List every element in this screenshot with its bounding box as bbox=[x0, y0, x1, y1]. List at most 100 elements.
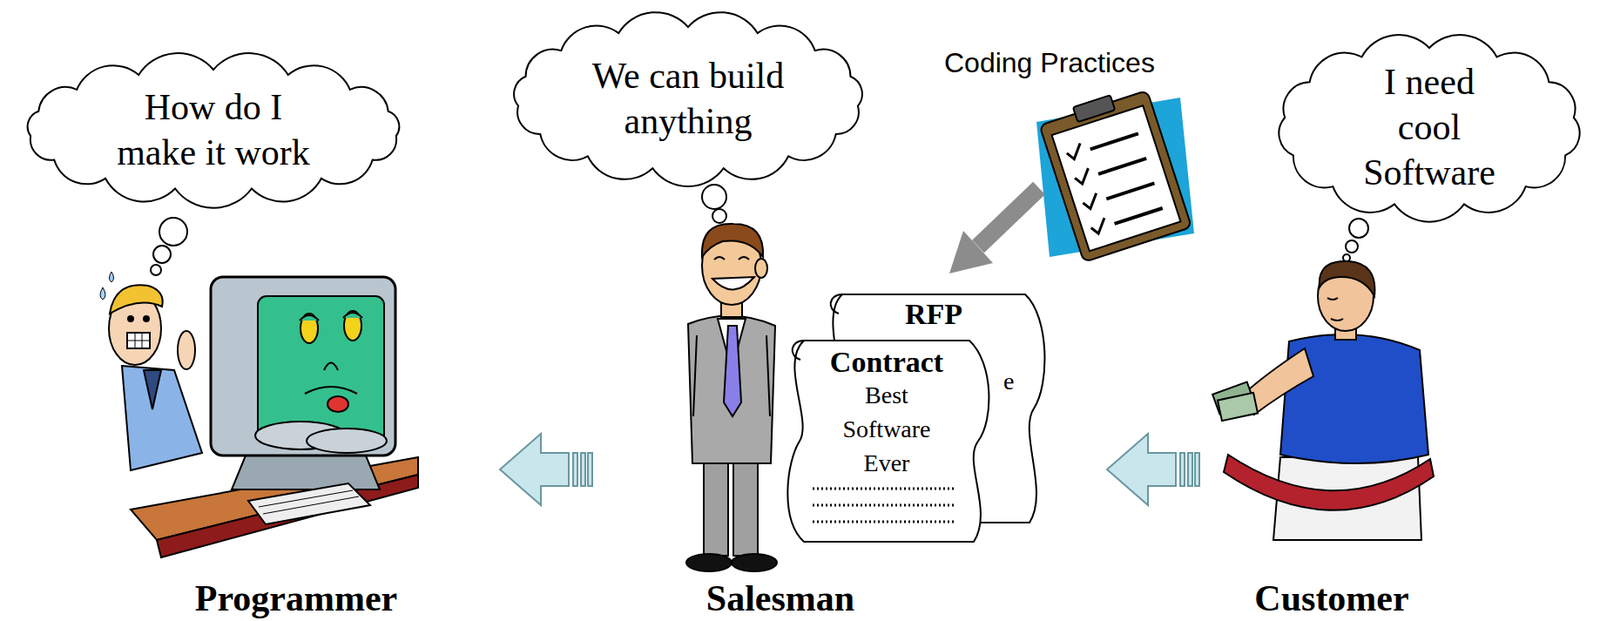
salesman-figure bbox=[712, 276, 755, 291]
clipboard-icon bbox=[1052, 105, 1182, 251]
block-arrow bbox=[1188, 452, 1193, 487]
text-fragment: e bbox=[1003, 367, 1014, 396]
programmer-figure bbox=[304, 386, 358, 394]
programmer-figure bbox=[327, 396, 349, 412]
document-body: Best Software Ever bbox=[834, 378, 939, 480]
dotted-line bbox=[812, 504, 957, 507]
cloud-outline bbox=[513, 12, 863, 187]
thought-cloud: We can build anything bbox=[498, 7, 878, 190]
programmer-figure bbox=[248, 483, 371, 525]
document-title: RFP bbox=[868, 297, 1000, 331]
thought-bubbles bbox=[702, 184, 727, 210]
customer-figure bbox=[1319, 261, 1376, 297]
salesman-figure bbox=[686, 223, 777, 572]
dotted-line bbox=[812, 520, 957, 524]
programmer-figure bbox=[231, 455, 380, 490]
thought-text: How do I make it work bbox=[108, 84, 318, 176]
clipboard-icon bbox=[1090, 133, 1163, 224]
programmer-figure bbox=[300, 313, 318, 344]
salesman-figure bbox=[714, 256, 750, 260]
block-arrow bbox=[587, 452, 593, 487]
programmer-figure bbox=[299, 315, 319, 321]
programmer-figure bbox=[258, 490, 359, 514]
thought-bubbles bbox=[1349, 218, 1369, 238]
thought-bubbles bbox=[153, 245, 171, 264]
programmer-figure bbox=[109, 271, 115, 283]
cloud-outline bbox=[27, 53, 400, 209]
pointer-arrow bbox=[978, 188, 1040, 247]
salesman-figure bbox=[688, 315, 776, 464]
programmer-figure bbox=[143, 316, 149, 322]
salesman-figure bbox=[733, 452, 758, 556]
clipboard-icon bbox=[1065, 143, 1109, 236]
programmer-figure bbox=[210, 276, 396, 456]
programmer-figure bbox=[257, 296, 385, 445]
role-name: Customer bbox=[1201, 579, 1463, 618]
clipboard-icon bbox=[1037, 83, 1192, 263]
role-name: Salesman bbox=[649, 579, 912, 618]
thought-cloud: How do I make it work bbox=[10, 50, 417, 210]
programmer-figure bbox=[100, 287, 106, 300]
programmer-figure bbox=[143, 370, 162, 410]
salesman-figure bbox=[693, 335, 770, 417]
thought-text: We can build anything bbox=[570, 53, 806, 144]
thought-bubbles bbox=[159, 217, 188, 246]
thought-bubbles bbox=[1343, 254, 1351, 262]
customer-figure bbox=[1212, 261, 1434, 541]
salesman-figure bbox=[723, 325, 742, 417]
block-arrow bbox=[580, 452, 586, 487]
icon-caption: Coding Practices bbox=[944, 46, 1155, 80]
salesman-figure bbox=[703, 452, 729, 556]
programmer-figure bbox=[100, 271, 419, 558]
salesman-figure bbox=[731, 553, 777, 572]
programmer-figure bbox=[177, 330, 196, 370]
scroll-curl bbox=[830, 294, 843, 314]
block-arrow bbox=[499, 433, 569, 506]
programmer-figure bbox=[121, 365, 203, 471]
programmer-figure bbox=[127, 332, 150, 349]
document-scroll: ContractBest Software Ever bbox=[777, 337, 996, 546]
salesman-figure bbox=[755, 258, 768, 278]
cloud-outline bbox=[1278, 34, 1580, 223]
clipboard-icon bbox=[1073, 94, 1115, 122]
programmer-figure bbox=[344, 310, 362, 341]
scroll-outline bbox=[787, 340, 989, 542]
salesman-figure bbox=[702, 223, 763, 257]
programmer-figure bbox=[128, 316, 134, 322]
block-arrow bbox=[1194, 452, 1200, 487]
node-text-group: ContractBest Software Ever bbox=[812, 345, 961, 480]
node-text-group: RFP bbox=[868, 297, 1000, 331]
node-text-group: How do I make it work bbox=[108, 84, 318, 176]
cloud-outline bbox=[10, 50, 417, 210]
cloud-outline bbox=[498, 7, 878, 190]
scroll-curl bbox=[792, 340, 804, 360]
clipboard-icon bbox=[1039, 90, 1192, 263]
block-arrow bbox=[1180, 452, 1185, 487]
document-title: Contract bbox=[812, 345, 961, 379]
thought-bubbles bbox=[712, 209, 727, 223]
dotted-line bbox=[812, 487, 957, 491]
pointer-arrow bbox=[949, 188, 1040, 274]
programmer-figure bbox=[306, 428, 387, 453]
customer-figure bbox=[1223, 454, 1434, 511]
pointer-arrow bbox=[949, 230, 993, 274]
customer-figure bbox=[1217, 392, 1258, 421]
thought-text: I need cool Software bbox=[1357, 59, 1502, 196]
thought-cloud: I need cool Software bbox=[1264, 28, 1594, 226]
customer-figure bbox=[1327, 297, 1338, 300]
programmer-figure bbox=[109, 284, 163, 314]
thought-bubbles bbox=[150, 264, 162, 276]
block-arrow bbox=[573, 452, 578, 487]
thought-bubbles bbox=[1345, 240, 1358, 253]
role-name: Programmer bbox=[165, 579, 427, 618]
node-text-group: We can build anything bbox=[570, 53, 806, 144]
customer-figure bbox=[1330, 318, 1344, 321]
programmer-figure bbox=[324, 363, 338, 372]
block-arrow bbox=[1107, 433, 1176, 506]
clipboard-icon bbox=[1036, 83, 1195, 263]
programmer-figure bbox=[343, 312, 363, 318]
programmer-figure bbox=[127, 332, 150, 349]
salesman-figure bbox=[686, 553, 732, 572]
node-text-group: I need cool Software bbox=[1357, 59, 1502, 196]
